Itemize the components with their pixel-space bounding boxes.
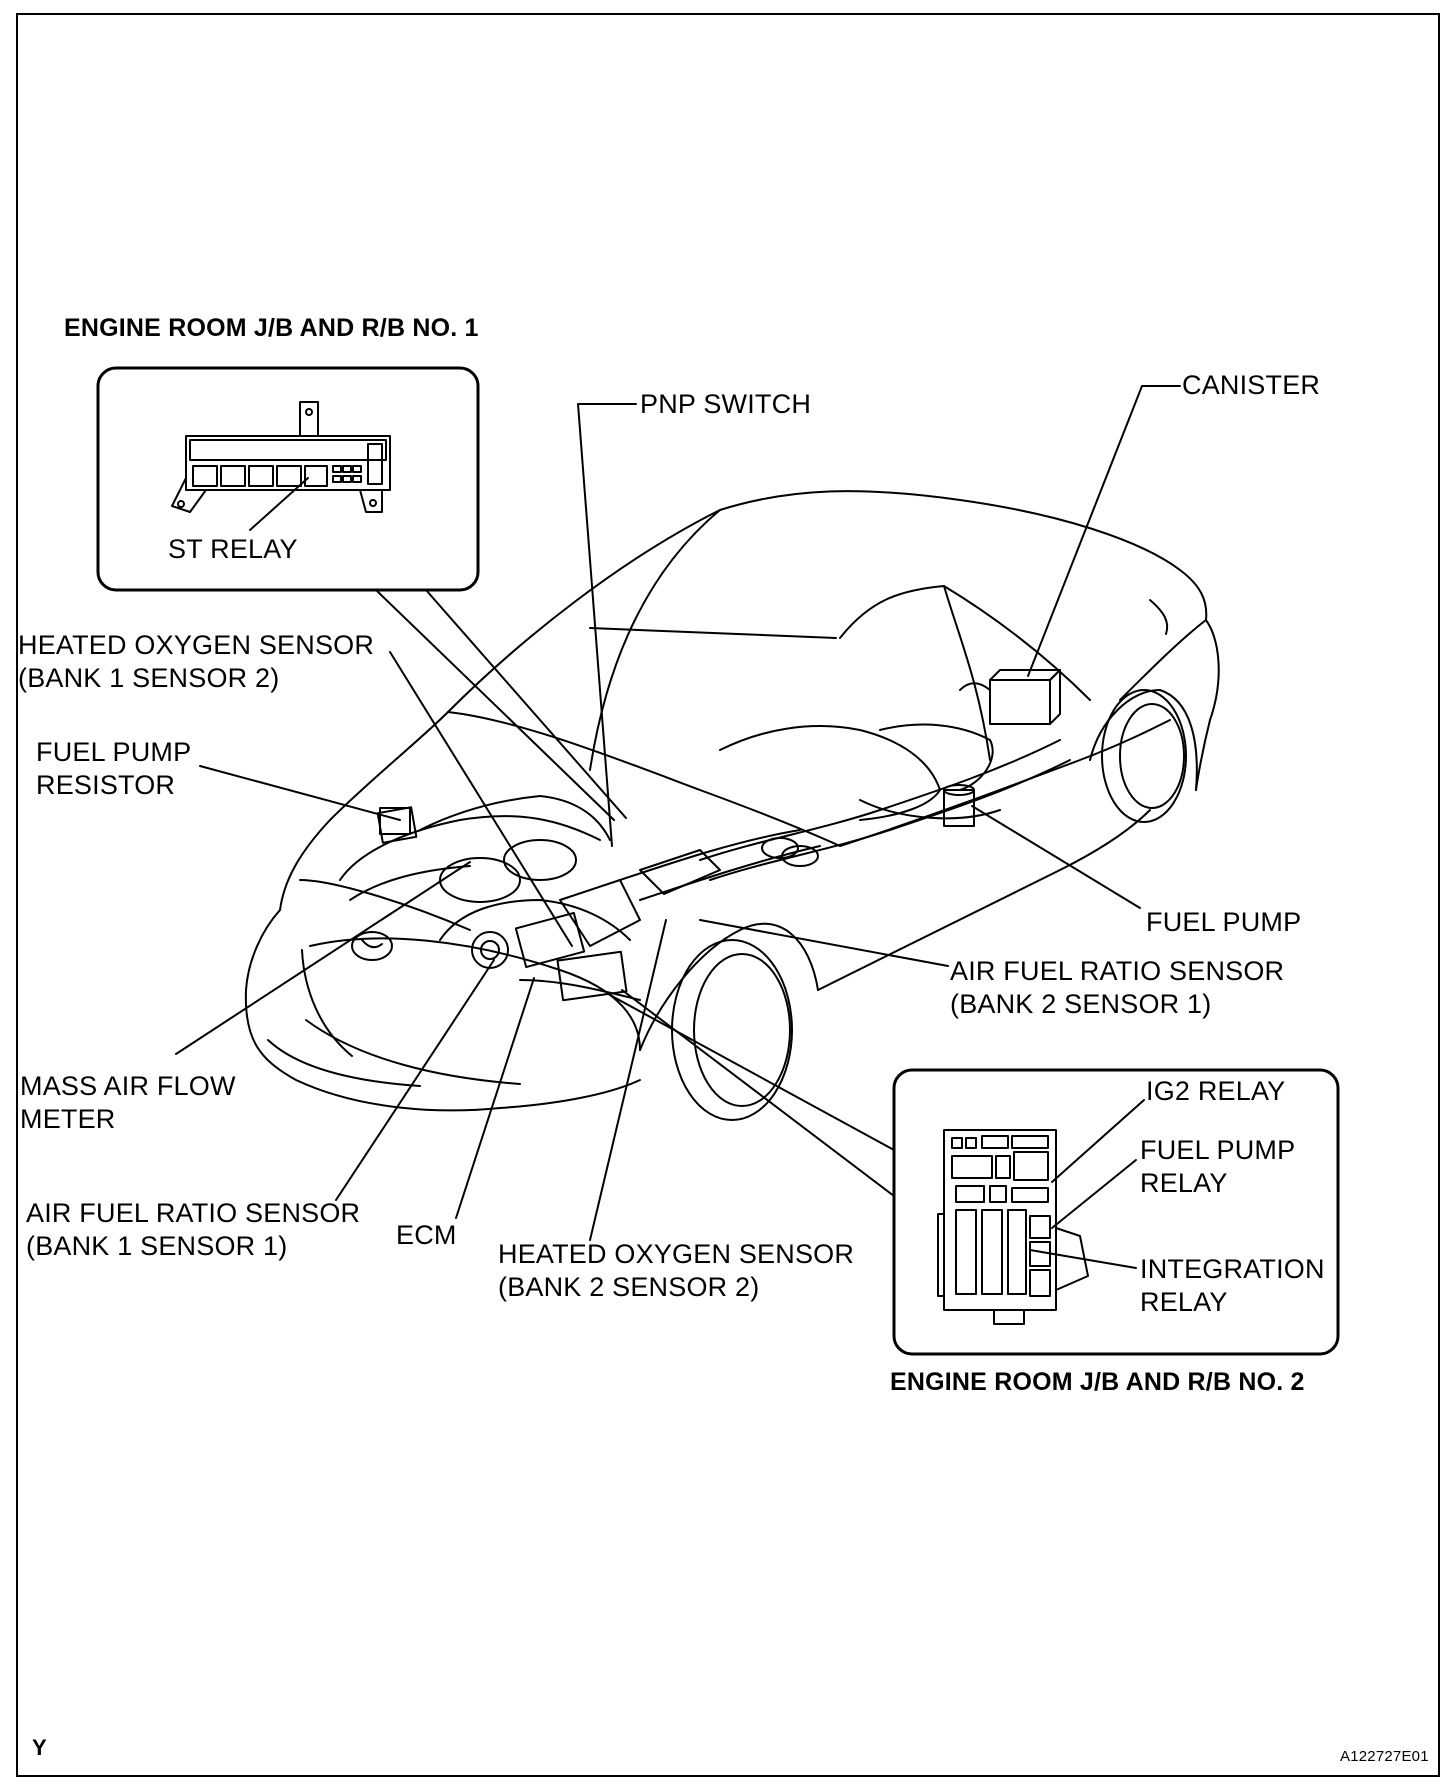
af-b2s1-leader (699, 919, 949, 967)
pnp-switch-label: PNP SWITCH (640, 389, 812, 419)
ig2-relay-leader (1051, 1099, 1145, 1183)
af-bank2-sensor1-label: AIR FUEL RATIO SENSOR (BANK 2 SENSOR 1) (950, 955, 1284, 1021)
fuel-pump-resistor-unit (379, 807, 411, 835)
af-b2s1-line2: (BANK 2 SENSOR 1) (950, 989, 1212, 1019)
car-body (244, 490, 1220, 1121)
maf-leader (175, 861, 471, 1055)
integration-relay-leader (1029, 1249, 1137, 1269)
ho2-bank1-sensor2-label: HEATED OXYGEN SENSOR (BANK 1 SENSOR 2) (18, 629, 374, 695)
af-bank1-sensor1-label: AIR FUEL RATIO SENSOR (BANK 1 SENSOR 1) (26, 1197, 360, 1263)
fuel-pump-label: FUEL PUMP (1146, 907, 1302, 937)
ho2-b1s2-line1: HEATED OXYGEN SENSOR (18, 630, 375, 660)
af-b1s1-line1: AIR FUEL RATIO SENSOR (26, 1198, 361, 1228)
inset-1-box (96, 366, 480, 592)
inset-2-title: ENGINE ROOM J/B AND R/B NO. 2 (890, 1368, 1305, 1396)
mass-air-flow-meter-label: MASS AIR FLOW METER (20, 1070, 236, 1136)
inset-1-leader-a (375, 589, 615, 821)
maf-line2: METER (20, 1104, 116, 1134)
st-relay-leader (249, 477, 309, 531)
int-relay-line1: INTEGRATION (1140, 1254, 1325, 1284)
af-b1s1-leader (335, 959, 495, 1201)
canister-unit (989, 679, 1051, 725)
inset-1-leader-b (425, 589, 627, 819)
af-b1s1-line2: (BANK 1 SENSOR 1) (26, 1231, 288, 1261)
figure-id: A122727E01 (1340, 1748, 1429, 1765)
fpr-line2: RESISTOR (36, 770, 176, 800)
st-relay-label: ST RELAY (168, 534, 298, 564)
canister-leader (1027, 385, 1181, 677)
relay-block-2 (937, 1129, 1089, 1325)
inset-2-box (892, 1068, 1340, 1356)
inset-1-title: ENGINE ROOM J/B AND R/B NO. 1 (64, 314, 479, 342)
maf-line1: MASS AIR FLOW (20, 1071, 236, 1101)
integration-relay-label: INTEGRATION RELAY (1140, 1253, 1325, 1319)
ecm-box (556, 950, 628, 1002)
fp-relay-line2: RELAY (1140, 1168, 1228, 1198)
fuel-pump-leader (971, 805, 1141, 909)
inset-2-leader-b (621, 989, 895, 1197)
ecm-label: ECM (396, 1220, 457, 1250)
fuel-pump-resistor-label: FUEL PUMP RESISTOR (36, 736, 191, 802)
af-b2s1-line1: AIR FUEL RATIO SENSOR (950, 956, 1285, 986)
fuel-pump-relay-label: FUEL PUMP RELAY (1140, 1134, 1295, 1200)
pnp-switch-leader (577, 403, 637, 847)
callout-leaders (175, 385, 1181, 1241)
inset-2-leader-a (609, 994, 895, 1151)
corner-letter: Y (32, 1735, 47, 1760)
ecm-leader (455, 977, 535, 1219)
relay-block-1 (171, 401, 391, 513)
drivetrain (339, 669, 1071, 1002)
diagram-frame (16, 13, 1440, 1777)
ho2-b1s2-leader (389, 651, 573, 947)
fp-relay-line1: FUEL PUMP (1140, 1135, 1296, 1165)
ho2-bank2-sensor2-label: HEATED OXYGEN SENSOR (BANK 2 SENSOR 2) (498, 1238, 854, 1304)
fuel-pump-relay-leader (1051, 1159, 1137, 1229)
canister-label: CANISTER (1182, 370, 1321, 400)
ho2-b1s2-line2: (BANK 1 SENSOR 2) (18, 663, 280, 693)
fpr-line1: FUEL PUMP (36, 737, 192, 767)
ho2-b2s2-line2: (BANK 2 SENSOR 2) (498, 1272, 760, 1302)
ig2-relay-label: IG2 RELAY (1146, 1076, 1286, 1106)
ho2-b2s2-leader (589, 919, 667, 1241)
int-relay-line2: RELAY (1140, 1287, 1228, 1317)
ho2-b2s2-line1: HEATED OXYGEN SENSOR (498, 1239, 855, 1269)
fuel-pump-resistor-leader (199, 765, 401, 821)
